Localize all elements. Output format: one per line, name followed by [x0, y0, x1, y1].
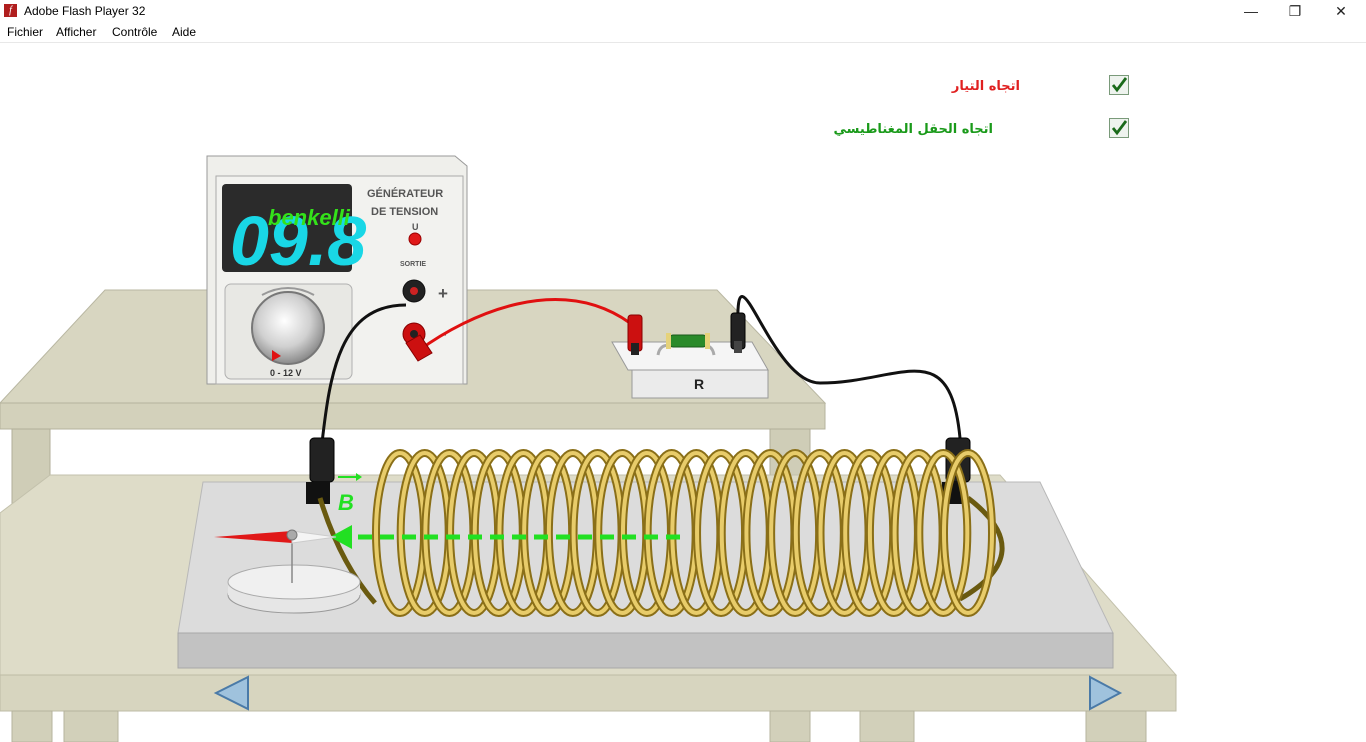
voltage-knob[interactable]	[251, 291, 325, 365]
nav-next-button[interactable]	[1089, 675, 1123, 711]
field-direction-label: اتجاه الحقل المغناطيسي	[833, 122, 994, 137]
sortie-label: SORTIE	[400, 261, 426, 268]
close-button[interactable]: ✕	[1335, 3, 1347, 19]
field-label: B	[338, 490, 354, 515]
menu-controle[interactable]: Contrôle	[112, 25, 158, 39]
wires	[320, 295, 962, 444]
range-label: 0 - 12 V	[270, 368, 302, 378]
generator-title-line2: DE TENSION	[371, 206, 438, 218]
nav-prev-button[interactable]	[213, 675, 249, 711]
window-title: Adobe Flash Player 32	[24, 4, 146, 18]
current-direction-label: اتجاه التيار	[951, 79, 1020, 94]
simulation-scene: 09.8 benkelli GÉNÉRATEUR DE TENSION U SO…	[0, 155, 1178, 742]
generator-display	[222, 184, 352, 272]
menu-fichier[interactable]: Fichier	[7, 25, 44, 39]
minimize-button[interactable]: —	[1244, 3, 1258, 19]
plus-label: +	[438, 284, 448, 303]
coil-loop-highlight	[917, 451, 970, 615]
checkmark-icon	[1111, 77, 1128, 93]
knob-indicator-icon	[272, 350, 281, 361]
title-bar[interactable]: f Adobe Flash Player 32 — ❐ ✕	[0, 0, 1366, 22]
flash-player-icon: f	[4, 4, 17, 17]
resistor-component	[669, 334, 707, 348]
field-direction-checkbox[interactable]	[1109, 118, 1129, 138]
output-led	[408, 232, 422, 246]
resistor-board: R	[611, 333, 769, 399]
menu-aide[interactable]: Aide	[172, 25, 197, 39]
restore-button[interactable]: ❐	[1288, 3, 1302, 19]
voltage-generator: 09.8 benkelli GÉNÉRATEUR DE TENSION U SO…	[206, 155, 468, 385]
solenoid-coil	[317, 449, 1005, 617]
watermark-text: benkelli	[268, 205, 351, 230]
compass	[214, 529, 361, 614]
coil-loop-highlight	[942, 451, 994, 615]
resistor-label: R	[694, 376, 704, 392]
menu-bar: Fichier Afficher Contrôle Aide	[0, 22, 1366, 43]
flash-stage: 09.8 benkelli GÉNÉRATEUR DE TENSION U SO…	[0, 43, 1366, 742]
generator-title-line1: GÉNÉRATEUR	[367, 187, 443, 200]
current-direction-checkbox[interactable]	[1109, 75, 1129, 95]
u-label: U	[412, 222, 419, 232]
magnetic-field-arrow: B	[330, 473, 680, 549]
compass-needle-north	[214, 531, 292, 543]
voltage-readout: 09.8	[230, 202, 366, 280]
menu-afficher[interactable]: Afficher	[56, 25, 97, 39]
checkmark-icon	[1111, 120, 1128, 136]
